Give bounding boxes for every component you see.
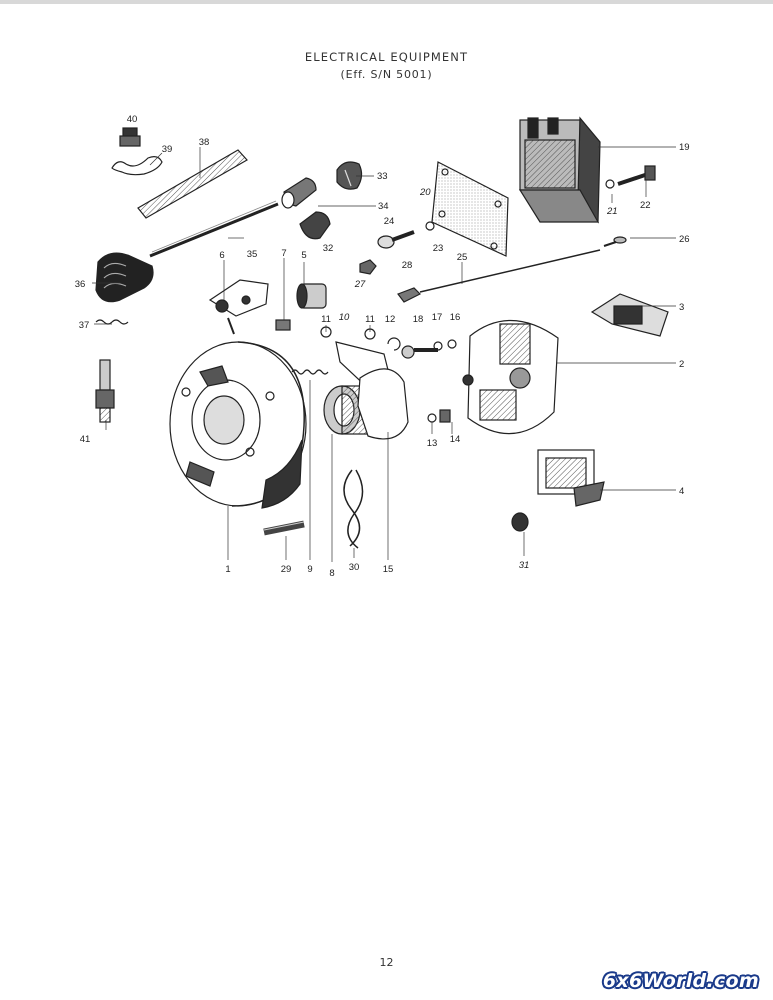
part-33-boot-drawing bbox=[336, 161, 363, 190]
part-18-screw-drawing bbox=[401, 345, 438, 359]
part-30-ground-wire-drawing bbox=[343, 469, 364, 549]
part-15-backing-plate-drawing bbox=[357, 368, 409, 440]
part-label-22: 22 bbox=[640, 200, 651, 211]
part-5-cam-sleeve-drawing bbox=[296, 283, 327, 309]
part-25-wire-drawing bbox=[419, 249, 601, 293]
part-label-15: 15 bbox=[383, 564, 394, 575]
part-35-lead-drawing bbox=[149, 200, 279, 258]
part-17-washer-drawing bbox=[433, 341, 443, 351]
part-label-9: 9 bbox=[307, 564, 312, 575]
part-label-14: 14 bbox=[450, 434, 461, 445]
part-label-36: 36 bbox=[75, 279, 86, 290]
part-label-17: 17 bbox=[432, 312, 443, 323]
part-label-8: 8 bbox=[329, 568, 334, 579]
part-drawings bbox=[95, 116, 669, 549]
part-label-34: 34 bbox=[378, 201, 389, 212]
part-label-16: 16 bbox=[450, 312, 461, 323]
part-28-connector-drawing bbox=[397, 287, 422, 303]
part-label-10: 10 bbox=[339, 312, 350, 323]
part-label-37: 37 bbox=[79, 320, 90, 331]
page-title: ELECTRICAL EQUIPMENT bbox=[304, 50, 469, 64]
page-subtitle: (Eff. S/N 5001) bbox=[340, 68, 433, 81]
part-14-screw-drawing bbox=[439, 409, 451, 423]
part-39-spring-clip-drawing bbox=[111, 156, 163, 176]
part-label-33: 33 bbox=[377, 171, 388, 182]
part-label-30: 30 bbox=[349, 562, 360, 573]
part-label-11-right: 11 bbox=[365, 314, 375, 325]
part-label-23: 23 bbox=[433, 243, 444, 254]
part-label-7: 7 bbox=[281, 248, 286, 259]
part-21-washer-drawing bbox=[605, 179, 615, 189]
part-12-circlip-drawing bbox=[387, 337, 401, 351]
part-9-spring-drawing bbox=[291, 369, 329, 375]
part-label-32: 32 bbox=[323, 243, 334, 254]
part-label-39: 39 bbox=[162, 144, 173, 155]
part-24-screw-drawing bbox=[377, 230, 415, 249]
part-31-grommet-drawing bbox=[511, 512, 529, 532]
part-7-felt-drawing bbox=[275, 319, 291, 331]
part-32-boot-drawing bbox=[299, 211, 331, 240]
part-41-spark-plug-drawing bbox=[95, 359, 115, 423]
part-label-28: 28 bbox=[402, 260, 413, 271]
part-40-cap-drawing bbox=[119, 127, 141, 147]
part-29-pin-drawing bbox=[263, 520, 305, 536]
part-labels: 40 39 38 19 33 34 20 22 21 24 23 32 35 2… bbox=[75, 114, 690, 579]
top-border bbox=[0, 0, 773, 4]
part-2-stator-assembly-drawing bbox=[462, 319, 559, 435]
part-label-19: 19 bbox=[679, 142, 690, 153]
part-19-ignition-coil-drawing bbox=[518, 116, 601, 224]
part-label-13: 13 bbox=[427, 438, 438, 449]
part-label-6: 6 bbox=[219, 250, 224, 261]
part-13-washer-drawing bbox=[427, 413, 437, 423]
part-16-washer-drawing bbox=[447, 339, 457, 349]
part-34-terminal-drawing bbox=[281, 177, 317, 209]
part-label-20: 20 bbox=[419, 187, 431, 198]
page-number: 12 bbox=[379, 956, 394, 969]
part-label-1: 1 bbox=[225, 564, 230, 575]
part-6-breaker-points-drawing bbox=[208, 279, 269, 335]
part-label-2: 2 bbox=[679, 359, 684, 370]
part-label-40: 40 bbox=[127, 114, 138, 125]
part-label-18: 18 bbox=[413, 314, 424, 325]
part-label-11-left: 11 bbox=[321, 314, 331, 325]
part-label-4: 4 bbox=[679, 486, 684, 497]
part-label-27: 27 bbox=[354, 279, 366, 290]
part-1-flywheel-drawing bbox=[169, 341, 307, 509]
part-label-31: 31 bbox=[519, 560, 530, 571]
part-20-mounting-plate-drawing bbox=[431, 161, 509, 257]
part-label-24: 24 bbox=[384, 216, 395, 227]
part-37-spring-drawing bbox=[95, 319, 129, 325]
part-label-5: 5 bbox=[301, 250, 306, 261]
part-22-screw-drawing bbox=[617, 165, 656, 186]
part-27-clip-drawing bbox=[359, 259, 377, 275]
part-label-41: 41 bbox=[80, 434, 91, 445]
part-23-washer-drawing bbox=[425, 221, 435, 231]
part-label-35: 35 bbox=[247, 249, 258, 260]
part-label-38: 38 bbox=[199, 137, 210, 148]
part-label-21: 21 bbox=[606, 206, 618, 217]
part-label-3: 3 bbox=[679, 302, 684, 313]
part-label-25: 25 bbox=[457, 252, 468, 263]
leader-lines bbox=[92, 146, 676, 562]
part-label-12: 12 bbox=[385, 314, 396, 325]
site-watermark: 6x6World.com bbox=[602, 970, 759, 992]
part-26-terminal-drawing bbox=[603, 236, 627, 247]
part-4-coil-drawing bbox=[537, 449, 605, 507]
part-label-26: 26 bbox=[679, 234, 690, 245]
part-38-sleeve-drawing bbox=[137, 149, 248, 219]
part-label-29: 29 bbox=[281, 564, 292, 575]
part-36-spark-plug-cap-drawing bbox=[95, 252, 154, 303]
part-3-condenser-drawing bbox=[590, 293, 669, 337]
